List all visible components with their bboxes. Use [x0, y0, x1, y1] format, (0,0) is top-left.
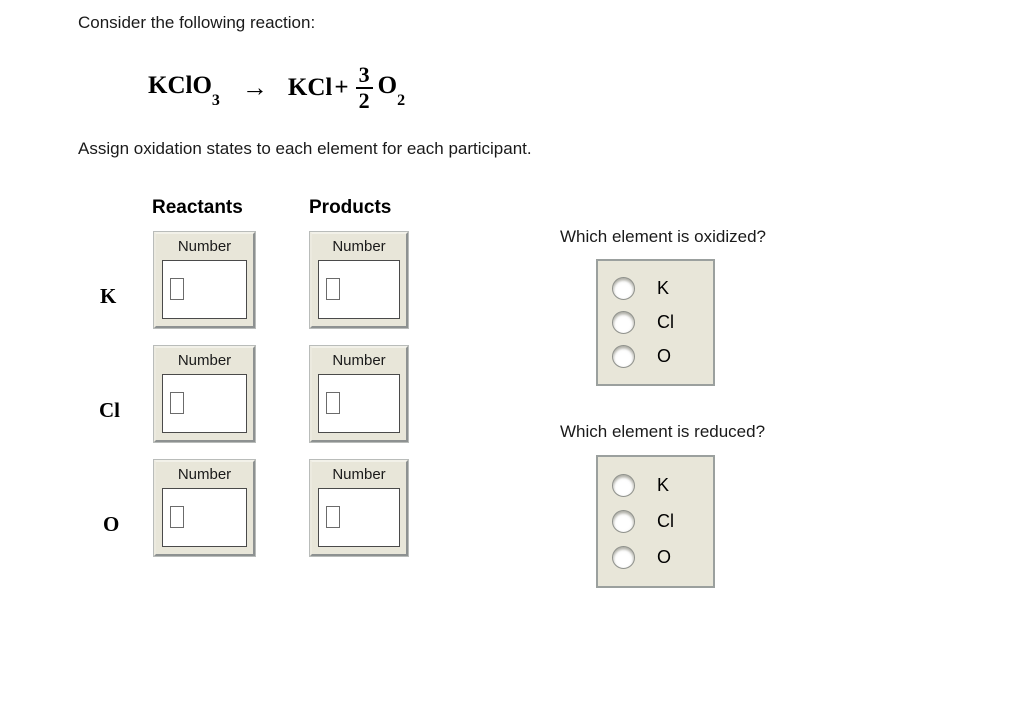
equation-plus-sign: +: [334, 74, 349, 102]
radio-option-oxidized-cl[interactable]: Cl: [598, 305, 713, 339]
radio-option-reduced-k[interactable]: K: [598, 468, 713, 504]
intro-text: Consider the following reaction:: [78, 13, 316, 32]
number-box-label: Number: [177, 238, 232, 255]
column-header-reactants: Reactants: [152, 197, 243, 218]
number-box-reactant-k[interactable]: Number: [154, 232, 255, 328]
radio-option-oxidized-k[interactable]: K: [598, 271, 713, 305]
row-label-cl: Cl: [99, 398, 120, 422]
fraction-bar: [355, 87, 373, 90]
text-caret-icon: [326, 278, 340, 301]
row-label-o: O: [103, 512, 120, 536]
radio-option-label: Cl: [657, 511, 674, 531]
text-caret-icon: [170, 278, 184, 301]
number-input-reactant-k[interactable]: [162, 259, 247, 319]
radio-group-reduced: K Cl O: [596, 455, 715, 588]
number-box-label: Number: [177, 352, 232, 369]
reaction-arrow-icon: →: [241, 73, 268, 103]
radio-button-icon[interactable]: [612, 474, 635, 497]
text-caret-icon: [326, 392, 340, 415]
text-caret-icon: [170, 506, 184, 529]
radio-button-icon[interactable]: [612, 310, 635, 334]
number-box-product-o[interactable]: Number: [310, 460, 408, 556]
radio-option-label: K: [657, 475, 670, 495]
radio-button-icon[interactable]: [612, 345, 635, 369]
number-box-label: Number: [332, 466, 386, 483]
fraction-denominator: 2: [358, 88, 370, 114]
number-box-label: Number: [177, 466, 232, 483]
equation-product-kcl: KCl: [287, 74, 333, 102]
equation-product-oxygen: O2: [377, 72, 405, 109]
number-box-reactant-cl[interactable]: Number: [154, 346, 255, 442]
radio-option-label: O: [657, 346, 672, 367]
column-header-products: Products: [309, 197, 392, 218]
number-input-product-k[interactable]: [318, 259, 400, 319]
radio-button-icon[interactable]: [612, 276, 635, 300]
row-label-k: K: [100, 284, 117, 308]
number-box-product-cl[interactable]: Number: [310, 346, 408, 442]
number-box-label: Number: [332, 238, 386, 255]
equation-reactant: KClO3: [148, 72, 220, 109]
text-caret-icon: [170, 392, 184, 415]
fraction-numerator: 3: [358, 62, 370, 87]
text-caret-icon: [326, 506, 340, 529]
number-input-reactant-o[interactable]: [162, 487, 247, 547]
number-input-product-cl[interactable]: [318, 373, 400, 433]
equation-reactant-subscript: 3: [211, 92, 220, 110]
number-input-product-o[interactable]: [318, 487, 400, 547]
radio-option-label: Cl: [657, 311, 674, 332]
radio-option-reduced-o[interactable]: O: [598, 540, 713, 576]
radio-button-icon[interactable]: [612, 546, 635, 569]
equation-fraction: 3 2: [355, 62, 373, 114]
number-box-label: Number: [332, 352, 386, 369]
radio-button-icon[interactable]: [612, 510, 635, 533]
equation-oxygen-symbol: O: [377, 72, 398, 100]
number-box-product-k[interactable]: Number: [310, 232, 408, 328]
question-label-oxidized: Which element is oxidized?: [560, 227, 766, 246]
number-input-reactant-cl[interactable]: [162, 373, 247, 433]
equation-reactant-formula: KClO: [148, 72, 212, 100]
number-box-reactant-o[interactable]: Number: [154, 460, 255, 556]
radio-option-reduced-cl[interactable]: Cl: [598, 504, 713, 540]
radio-option-label: K: [657, 277, 670, 298]
radio-option-oxidized-o[interactable]: O: [598, 340, 713, 374]
equation-oxygen-subscript: 2: [397, 92, 406, 110]
question-label-reduced: Which element is reduced?: [560, 422, 766, 441]
radio-option-label: O: [657, 547, 672, 567]
radio-group-oxidized: K Cl O: [596, 259, 715, 386]
chemical-equation: KClO3 → KCl + 3 2 O2: [148, 62, 405, 114]
assign-instruction-text: Assign oxidation states to each element …: [78, 139, 532, 158]
